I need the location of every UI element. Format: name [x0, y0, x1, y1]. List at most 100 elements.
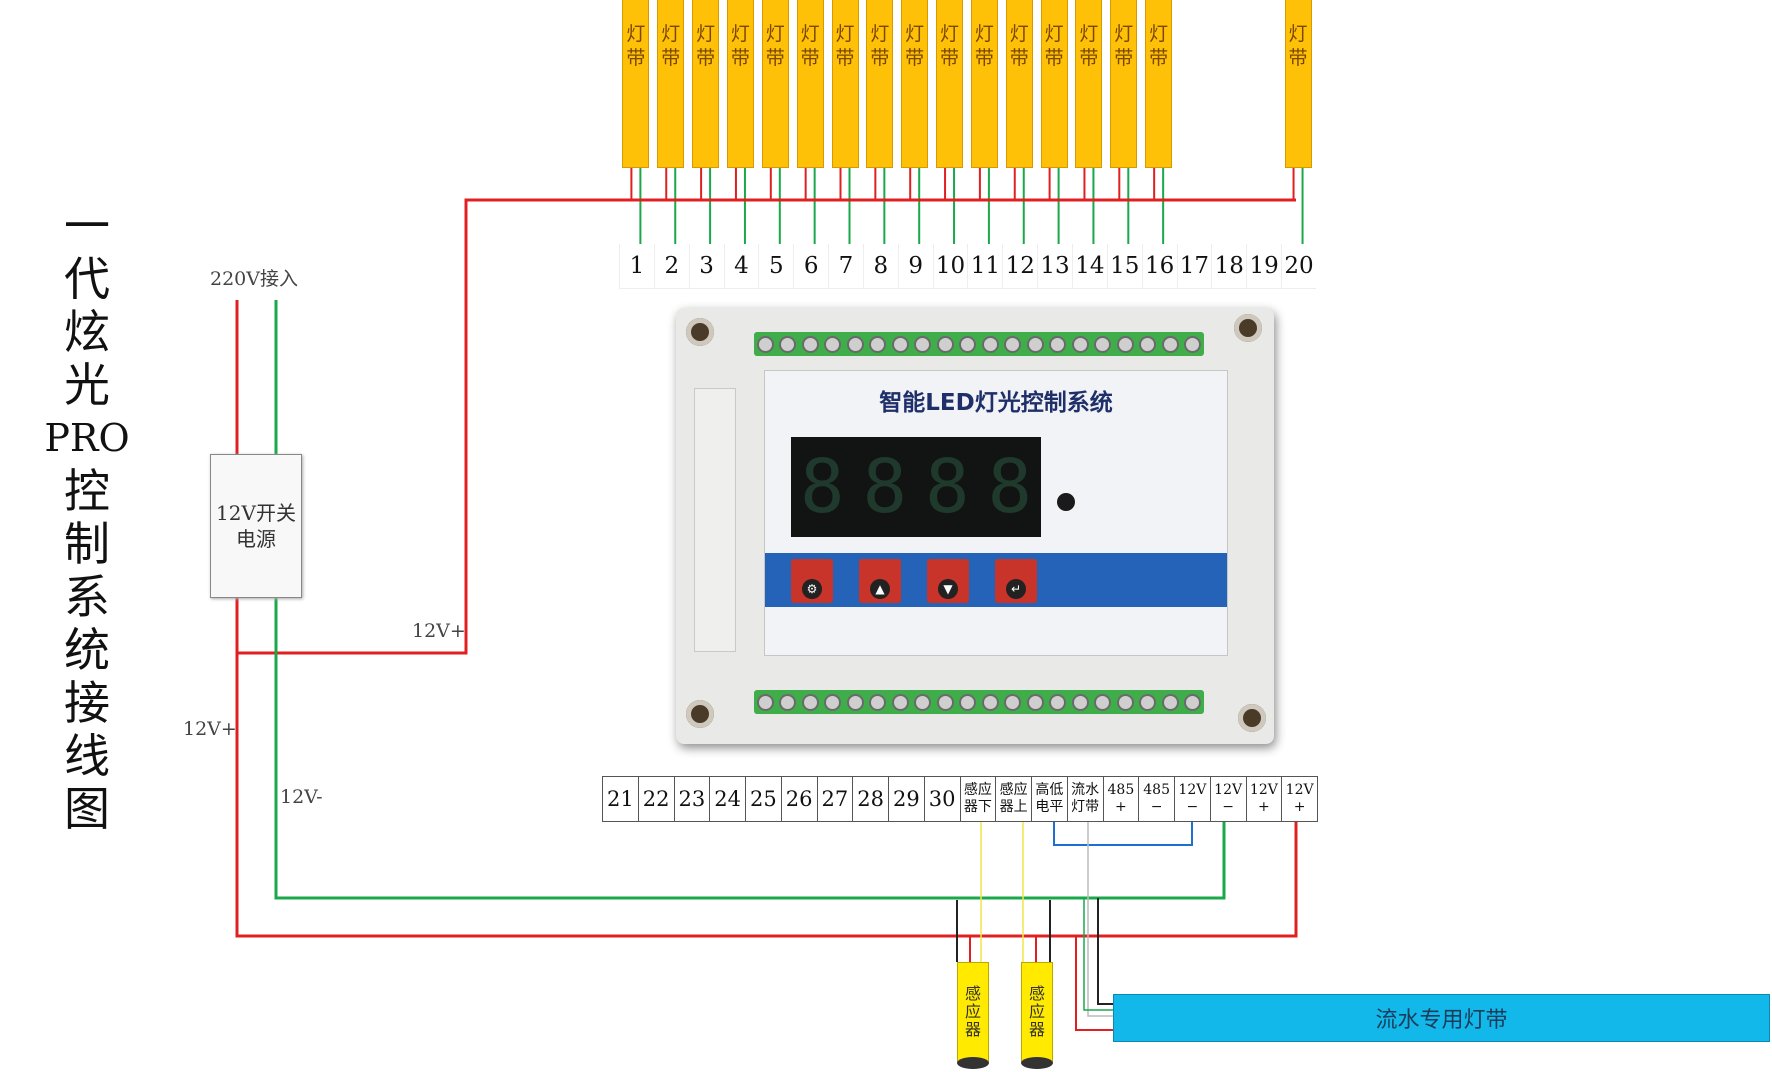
- led-strip: 灯带: [1005, 0, 1033, 168]
- terminal-screw: [779, 693, 797, 711]
- led-strip: 灯带: [901, 0, 929, 168]
- down-button[interactable]: ▼: [927, 559, 969, 603]
- mount-hole-tl: [686, 318, 714, 346]
- terminal-number: 12: [1002, 244, 1037, 288]
- enter-button[interactable]: ↵: [995, 559, 1037, 603]
- terminal-screw: [1071, 693, 1089, 711]
- terminal-screw: [891, 335, 909, 353]
- up-button[interactable]: ▲: [859, 559, 901, 603]
- psu-label-line2: 电源: [236, 527, 276, 551]
- display-digit: 8: [862, 444, 908, 530]
- led-strip-char: 带: [1079, 47, 1099, 69]
- sensor-char: 感: [1028, 984, 1045, 1003]
- terminal-screw: [869, 335, 887, 353]
- terminal-label-line2: 器下: [963, 799, 992, 815]
- led-strip-char: 带: [626, 47, 646, 69]
- terminal-screw: [1116, 335, 1134, 353]
- led-strip-char: 灯: [626, 23, 646, 45]
- terminal-label: 25: [746, 777, 782, 821]
- terminal-screw: [1004, 335, 1022, 353]
- led-strip-char: 带: [1009, 47, 1029, 69]
- led-strip-char: 灯: [835, 23, 855, 45]
- terminal-screw: [936, 335, 954, 353]
- led-strip-char: 灯: [730, 23, 750, 45]
- terminal-number: 17: [1176, 244, 1212, 288]
- title-char: 图: [64, 782, 110, 836]
- led-strip-char: 带: [1044, 47, 1064, 69]
- triangle-up-icon: ▲: [870, 579, 890, 599]
- terminal-screw: [1184, 335, 1202, 353]
- terminal-label: 28: [853, 777, 889, 821]
- title-char: 光: [64, 358, 110, 412]
- terminal-label-line1: 高低: [1035, 782, 1064, 798]
- terminal-number: 2: [653, 244, 689, 288]
- panel-title: 智能LED灯光控制系统: [879, 390, 1113, 416]
- led-strip-char: 带: [730, 47, 750, 69]
- rs485-blue-link: [1053, 822, 1193, 846]
- button-bar: ⚙ ▲ ▼ ↵: [765, 553, 1227, 607]
- terminal-screw: [1139, 693, 1157, 711]
- terminal-number: 3: [688, 244, 724, 288]
- terminal-screw: [891, 693, 909, 711]
- terminal-label-line1: 485: [1143, 782, 1170, 798]
- terminal-block-top: [754, 332, 1204, 356]
- led-strip: 灯带: [726, 0, 754, 168]
- led-strip: 灯带: [970, 0, 998, 168]
- led-strip-char: 灯: [974, 23, 994, 45]
- set-button[interactable]: ⚙: [791, 559, 833, 603]
- terminal-label-line2: +: [1293, 799, 1306, 815]
- terminal-label: 感应器上: [996, 777, 1032, 821]
- sensor-cap: [957, 1057, 989, 1069]
- terminal-label: 流水灯带: [1068, 777, 1104, 821]
- terminal-number: 9: [897, 244, 933, 288]
- led-strip: 灯带: [831, 0, 859, 168]
- status-led: [1057, 493, 1075, 511]
- terminal-screw: [1184, 693, 1202, 711]
- strip-wires: [630, 168, 1304, 244]
- terminal-screw: [1071, 335, 1089, 353]
- terminal-label-line2: 器上: [999, 799, 1028, 815]
- sensor-char: 器: [1028, 1020, 1045, 1039]
- psu-label-line1: 12V开关: [216, 501, 296, 525]
- main-green-loop: [274, 596, 1226, 900]
- terminal-screw: [959, 335, 977, 353]
- led-strip: 灯带: [796, 0, 824, 168]
- terminal-label: 12V+: [1282, 777, 1317, 821]
- led-strip-char: 带: [1288, 47, 1308, 69]
- switching-power-supply: 12V开关 电源: [210, 454, 302, 598]
- terminal-screw: [1049, 335, 1067, 353]
- terminal-number: 11: [967, 244, 1002, 288]
- led-strip-char: 带: [870, 47, 890, 69]
- led-strip: 灯带: [1284, 0, 1312, 168]
- terminal-screw: [1094, 693, 1112, 711]
- terminal-screw: [1004, 693, 1022, 711]
- terminal-number: 8: [862, 244, 898, 288]
- led-strip: 灯带: [1145, 0, 1173, 168]
- terminal-screw: [1116, 693, 1134, 711]
- terminal-screw: [1094, 335, 1112, 353]
- led-strip-char: 灯: [696, 23, 716, 45]
- led-strip: 灯带: [622, 0, 650, 168]
- led-strip-char: 带: [1114, 47, 1134, 69]
- sensor-cap: [1021, 1057, 1053, 1069]
- title-char: 接: [64, 676, 110, 730]
- led-strip-char: 灯: [1114, 23, 1134, 45]
- terminal-label-line2: 灯带: [1071, 799, 1100, 815]
- flow-wire-green: [1083, 898, 1113, 1011]
- terminal-label-line1: 流水: [1071, 782, 1100, 798]
- flow-led-strip: 流水专用灯带: [1113, 994, 1770, 1042]
- display-digit: 8: [987, 444, 1033, 530]
- title-char: 控: [64, 464, 110, 518]
- sensor-char: 应: [1028, 1002, 1045, 1021]
- terminal-label-line2: −: [1222, 799, 1234, 815]
- terminal-screw: [936, 693, 954, 711]
- led-strip-char: 带: [940, 47, 960, 69]
- led-strip-char: 带: [800, 47, 820, 69]
- terminal-label: 12V−: [1175, 777, 1211, 821]
- mount-hole-br: [1238, 704, 1266, 732]
- terminal-label: 485+: [1104, 777, 1140, 821]
